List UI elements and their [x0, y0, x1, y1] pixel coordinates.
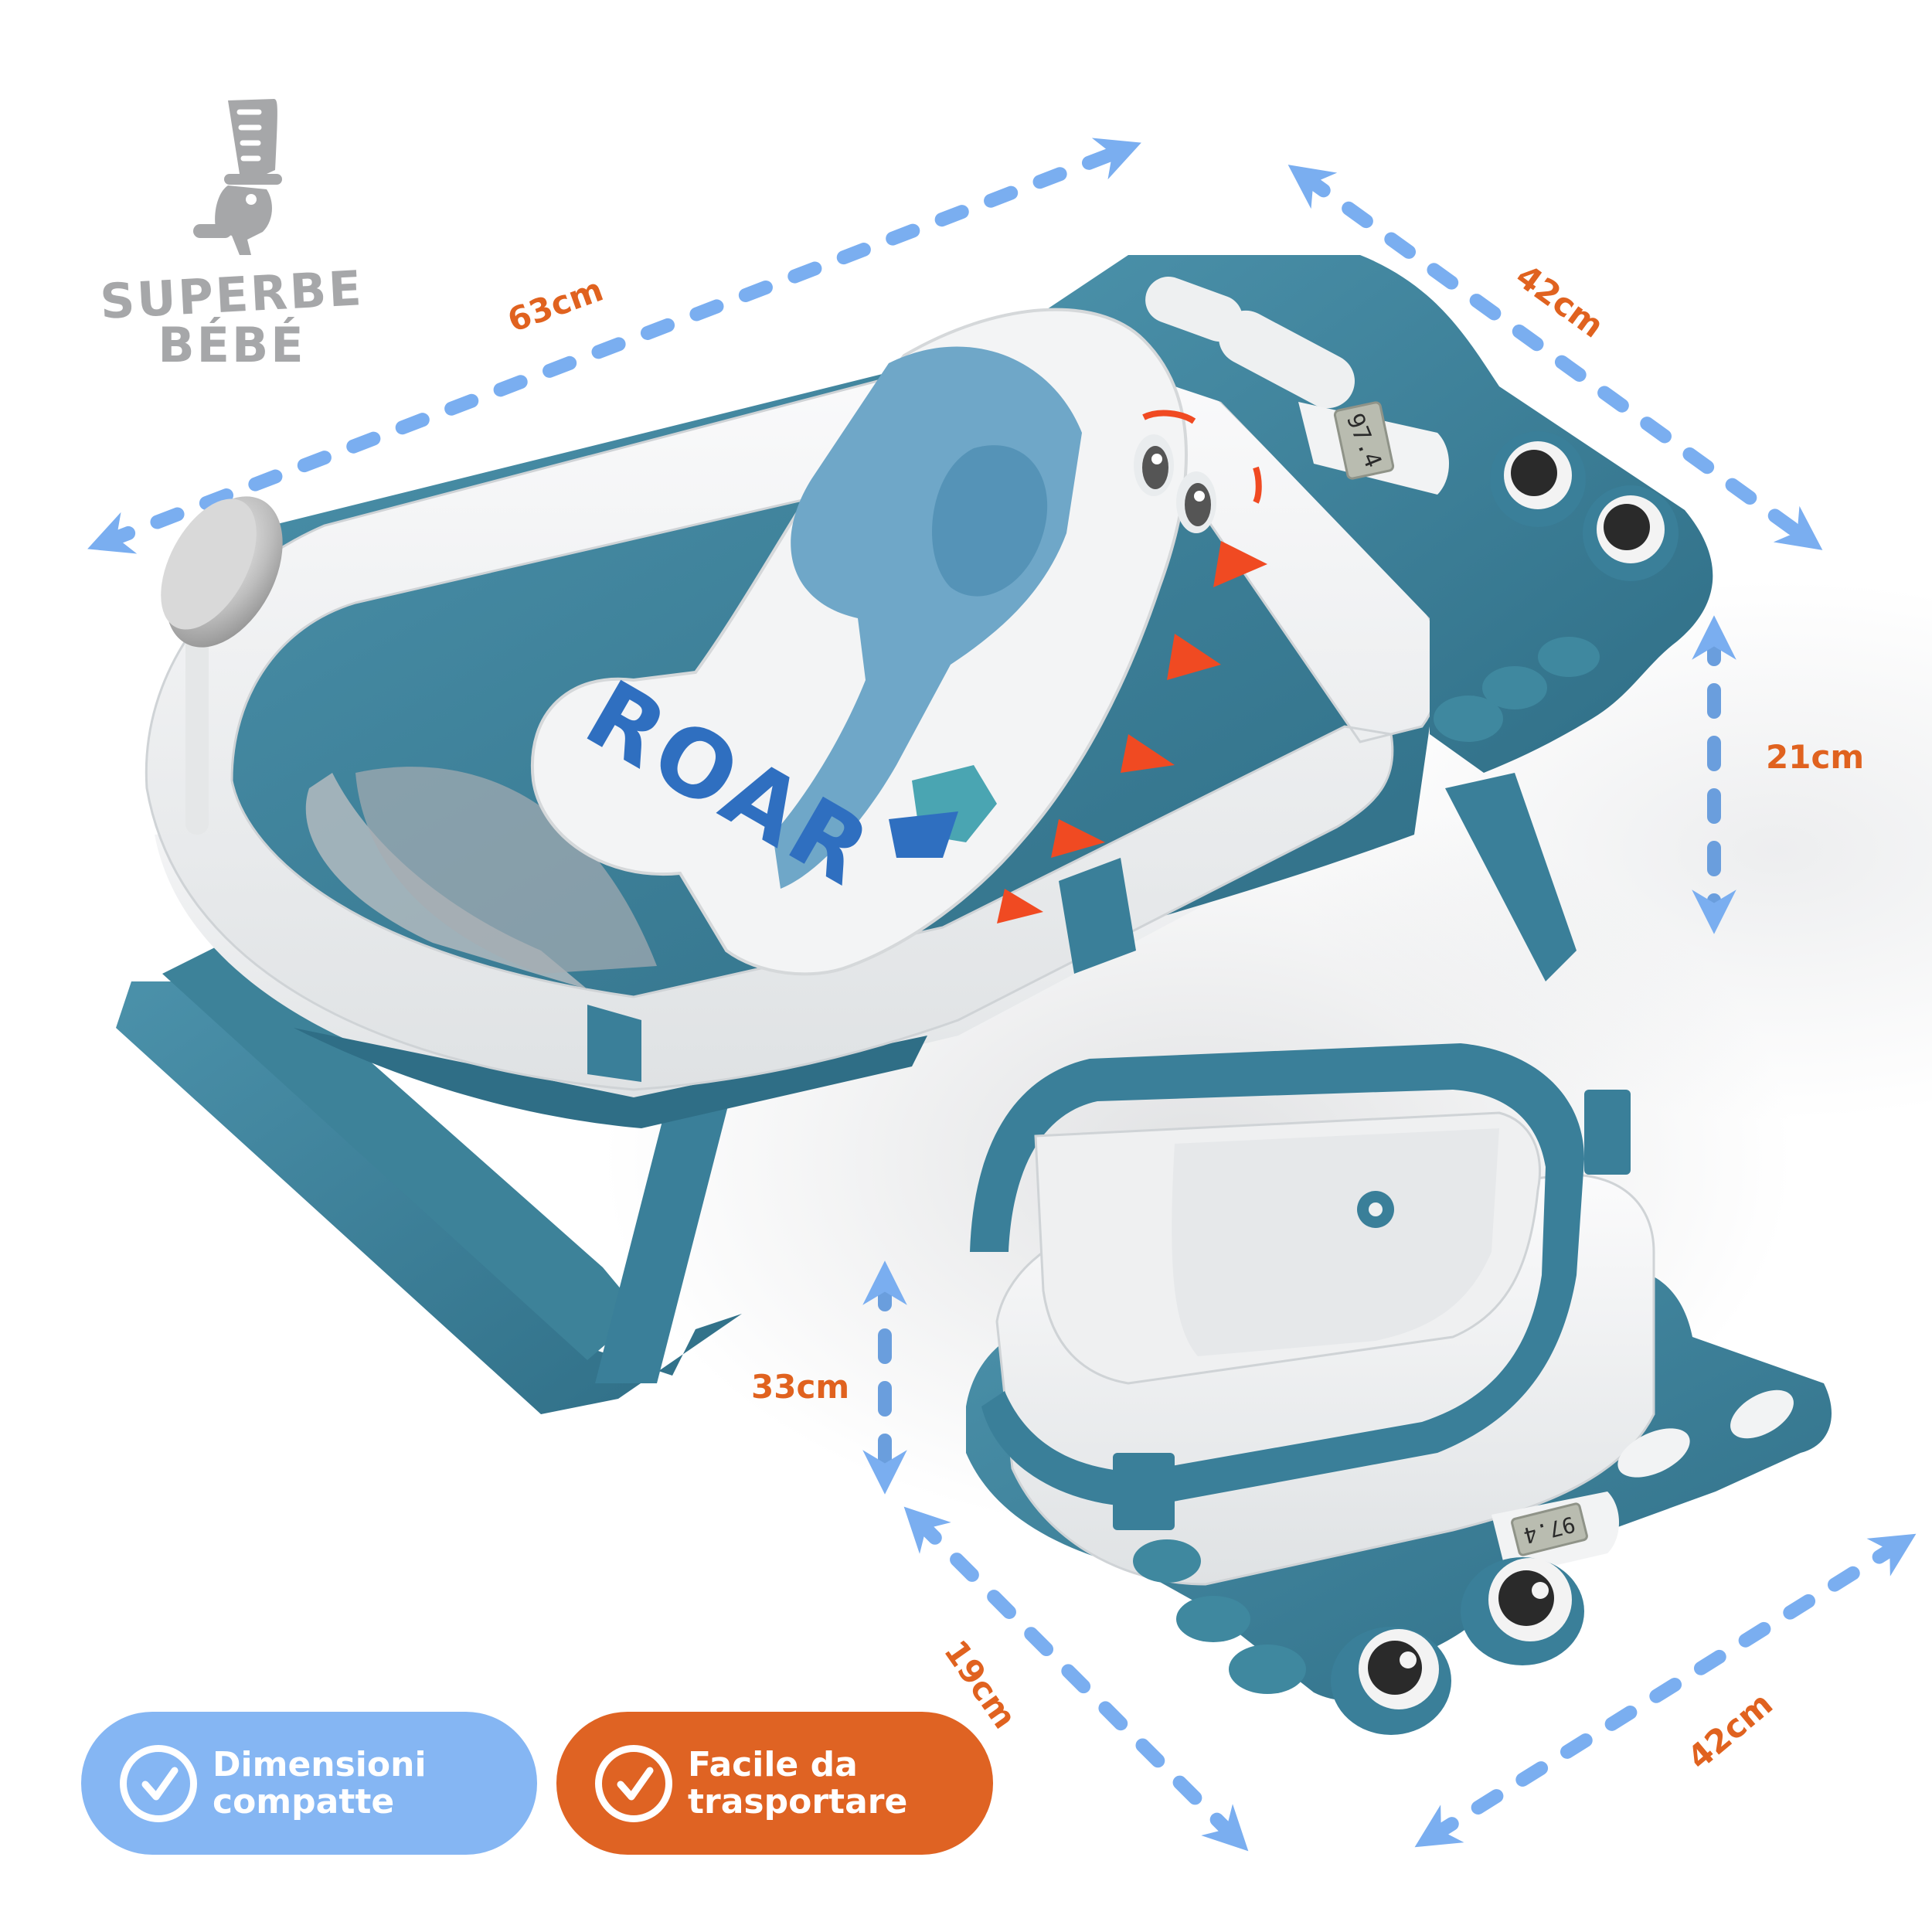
badge-transport-line1: Facile da: [688, 1744, 858, 1784]
check-circle-icon: [120, 1744, 197, 1822]
dimension-arrows: [87, 138, 1917, 1852]
brand-name-line2: BÉBÉ: [158, 317, 306, 373]
open-bathtub: 97.4: [116, 255, 1713, 1414]
shower-head: [161, 496, 283, 835]
dino-eyes-open: [1490, 431, 1679, 581]
badge-transport-line2: trasportare: [688, 1781, 908, 1821]
arrow-open-width: [1287, 165, 1823, 550]
badge-compact-line2: compatte: [213, 1781, 395, 1821]
thermometer-display-folded: 97.4: [1492, 1492, 1619, 1577]
brand-logo: SUPERBE BÉBÉ: [85, 77, 379, 379]
label-folded-height: 33cm: [751, 1368, 850, 1406]
badge-easy-transport: Facile da trasportare: [556, 1712, 993, 1855]
bath-seat: ROAR: [530, 308, 1267, 976]
folded-bathtub: 97.4: [966, 1043, 1832, 1735]
bird-with-top-hat-icon: [193, 99, 282, 255]
badge-compact-dimensions: Dimensioni compatte: [81, 1712, 537, 1855]
arrow-folded-width: [1414, 1533, 1917, 1848]
arrow-folded-depth: [903, 1506, 1249, 1852]
arrow-open-length: [87, 138, 1141, 554]
badge-compact-text: Dimensioni compatte: [213, 1744, 427, 1821]
badge-compact-line1: Dimensioni: [213, 1744, 427, 1784]
dino-eyes-folded: [1331, 1557, 1584, 1735]
check-circle-icon: [595, 1744, 672, 1822]
label-open-rim-height: 21cm: [1766, 738, 1865, 776]
thermometer-display-open: 97.4: [1298, 401, 1449, 495]
badge-transport-text: Facile da trasportare: [688, 1744, 908, 1821]
